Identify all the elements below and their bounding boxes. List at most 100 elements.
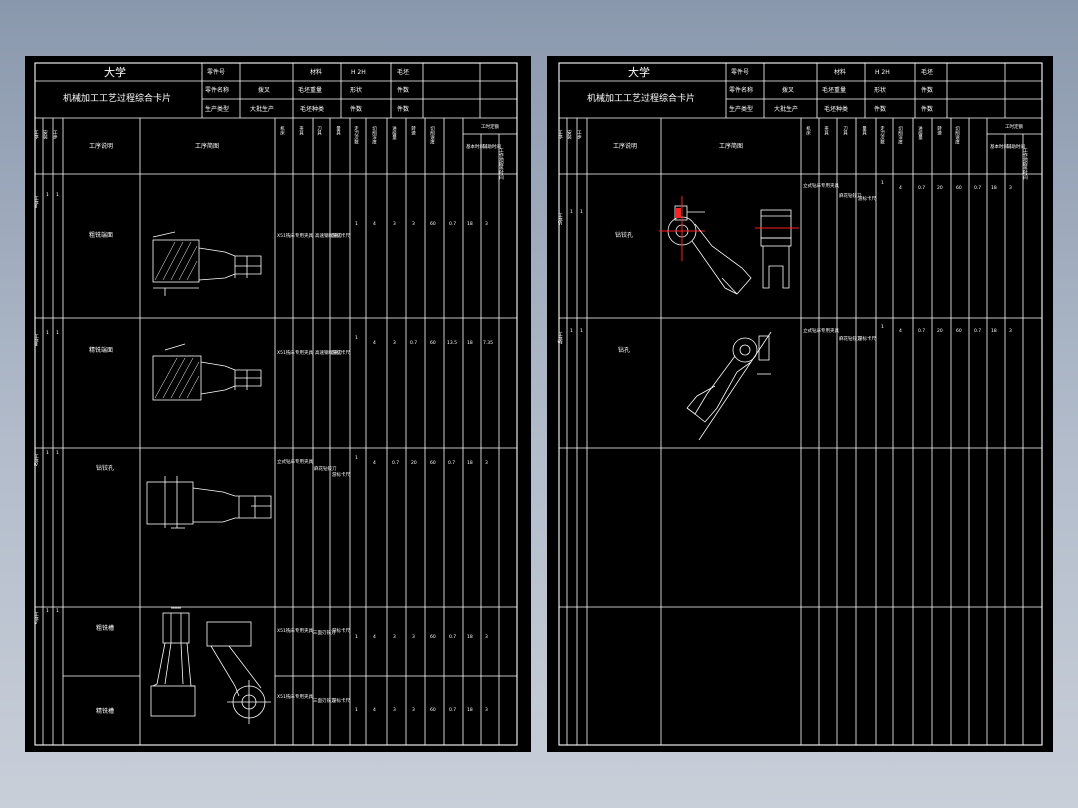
svg-text:立式钻床: 立式钻床	[803, 327, 821, 334]
process-sketch-2	[152, 343, 262, 401]
svg-text:三面刃铣刀: 三面刃铣刀	[313, 697, 336, 704]
process-sketch-3	[146, 476, 272, 529]
svg-text:1: 1	[46, 330, 49, 336]
svg-text:粗铣端面: 粗铣端面	[89, 231, 113, 239]
svg-text:4: 4	[899, 185, 902, 191]
svg-text:0.7: 0.7	[410, 340, 417, 346]
col-aux-time: 辅助时间	[483, 143, 501, 150]
svg-text:工序Ⅳ: 工序Ⅳ	[33, 454, 39, 468]
header-count-2: 件数	[350, 105, 362, 113]
header-blank-kind: 毛坯种类	[824, 105, 848, 113]
header-blank: 毛坯	[921, 68, 933, 76]
svg-text:4: 4	[373, 634, 376, 640]
col-speed: 转速	[937, 125, 942, 137]
col-process-desc: 工序说明	[89, 142, 113, 150]
col-process-desc: 工序说明	[613, 142, 637, 150]
svg-text:游标卡尺: 游标卡尺	[332, 349, 350, 356]
svg-text:工序Ⅴ: 工序Ⅴ	[33, 612, 39, 626]
col-anzhuang: 安装	[43, 129, 48, 141]
svg-text:钻铰孔: 钻铰孔	[615, 231, 633, 239]
svg-text:游标卡尺: 游标卡尺	[858, 335, 876, 342]
svg-text:0.7: 0.7	[449, 707, 456, 713]
header-material: 材料	[834, 68, 846, 76]
svg-text:三面刃铣刀: 三面刃铣刀	[313, 629, 336, 636]
col-time-group: 工时定额	[1005, 123, 1023, 130]
col-process-sketch: 工序简图	[195, 142, 219, 150]
svg-text:4: 4	[373, 340, 376, 346]
col-speed: 转速	[411, 125, 416, 137]
svg-text:3: 3	[393, 340, 396, 346]
svg-text:18: 18	[467, 707, 473, 713]
col-gongxu: 工序	[34, 130, 39, 141]
header-blank-weight: 毛坯重量	[822, 86, 846, 94]
svg-text:专用夹具: 专用夹具	[821, 182, 839, 189]
svg-text:60: 60	[956, 185, 962, 191]
svg-text:60: 60	[430, 221, 436, 227]
svg-text:1: 1	[46, 450, 49, 456]
svg-text:钻铰孔: 钻铰孔	[96, 464, 114, 472]
table-row: 工序Ⅵ 1 1 钻铰孔 立式钻床 专用夹具 麻花钻铰刀 游标卡尺 1 4 0.7…	[558, 180, 1013, 239]
svg-text:1: 1	[355, 455, 358, 461]
svg-text:60: 60	[430, 707, 436, 713]
col-gauge: 量具	[336, 125, 341, 137]
svg-text:1: 1	[355, 221, 358, 227]
col-cut-depth: 切削深度	[898, 125, 903, 146]
svg-text:1: 1	[56, 608, 59, 614]
svg-text:粗铣槽: 粗铣槽	[96, 624, 114, 632]
svg-text:0.7: 0.7	[974, 328, 981, 334]
col-basic-time: 基本时间	[990, 143, 1008, 150]
svg-text:1: 1	[355, 335, 358, 341]
svg-text:1: 1	[56, 192, 59, 198]
university-label: 大学	[628, 65, 650, 79]
header-production-type: 生产类型	[729, 105, 753, 113]
col-service-time: 工作地服务时间	[1023, 148, 1028, 181]
svg-text:3: 3	[1009, 328, 1012, 334]
table-row: 工序Ⅶ 1 1 钻孔 立式钻床 专用夹具 麻花钻铰刀 游标卡尺 1 4 0.7 …	[557, 324, 1012, 354]
svg-text:7.35: 7.35	[483, 340, 493, 346]
process-sketch-5	[659, 196, 799, 295]
col-tool: 刀具	[317, 126, 322, 137]
svg-text:60: 60	[430, 460, 436, 466]
svg-text:1: 1	[46, 192, 49, 198]
col-passes: 走刀次数	[880, 126, 885, 146]
col-aux-time: 辅助时间	[1007, 143, 1025, 150]
svg-text:20: 20	[411, 460, 417, 466]
svg-text:4: 4	[373, 707, 376, 713]
svg-text:3: 3	[412, 221, 415, 227]
header-count-3: 件数	[397, 105, 409, 113]
svg-text:1: 1	[570, 328, 573, 334]
svg-text:1: 1	[570, 209, 573, 215]
svg-text:1: 1	[580, 209, 583, 215]
col-time-group: 工时定额	[481, 123, 499, 130]
svg-text:18: 18	[991, 328, 997, 334]
svg-text:3: 3	[412, 634, 415, 640]
svg-text:工序Ⅱ: 工序Ⅱ	[34, 196, 39, 210]
svg-text:3: 3	[485, 460, 488, 466]
svg-text:X51铣床: X51铣床	[277, 693, 295, 700]
svg-text:3: 3	[485, 707, 488, 713]
svg-text:0.7: 0.7	[918, 185, 925, 191]
svg-text:3: 3	[412, 707, 415, 713]
svg-text:高速钢端铣刀: 高速钢端铣刀	[315, 232, 342, 239]
table-row: 工序Ⅲ 1 1 精铣端面 X51铣床 专用夹具 高速钢端铣刀 游标卡尺 1 4 …	[34, 330, 494, 356]
process-sketch-6	[686, 331, 772, 441]
svg-text:X51铣床: X51铣床	[277, 349, 295, 356]
process-card-sheet-right: 大学 机械加工工艺过程综合卡片 零件号 材料 H 2H 毛坯 零件名称 拨叉 毛…	[547, 56, 1053, 752]
col-basic-time: 基本时间	[466, 143, 484, 150]
col-feed: 进给量	[918, 125, 923, 141]
svg-text:1: 1	[355, 707, 358, 713]
process-sketch-1	[152, 231, 262, 296]
col-tool: 刀具	[843, 126, 848, 137]
svg-text:1: 1	[56, 450, 59, 456]
svg-text:麻花钻铰刀: 麻花钻铰刀	[839, 192, 862, 199]
svg-text:立式钻床: 立式钻床	[277, 458, 295, 465]
col-service-time: 工作地服务时间	[499, 148, 504, 181]
col-cut-speed: 切削速度	[430, 125, 435, 146]
svg-text:游标卡尺: 游标卡尺	[858, 195, 876, 202]
header-part-no: 零件号	[731, 68, 749, 76]
svg-text:1: 1	[580, 328, 583, 334]
svg-text:3: 3	[485, 634, 488, 640]
svg-text:18: 18	[467, 221, 473, 227]
svg-text:工序Ⅶ: 工序Ⅶ	[557, 332, 563, 346]
svg-text:工序Ⅲ: 工序Ⅲ	[34, 334, 39, 348]
